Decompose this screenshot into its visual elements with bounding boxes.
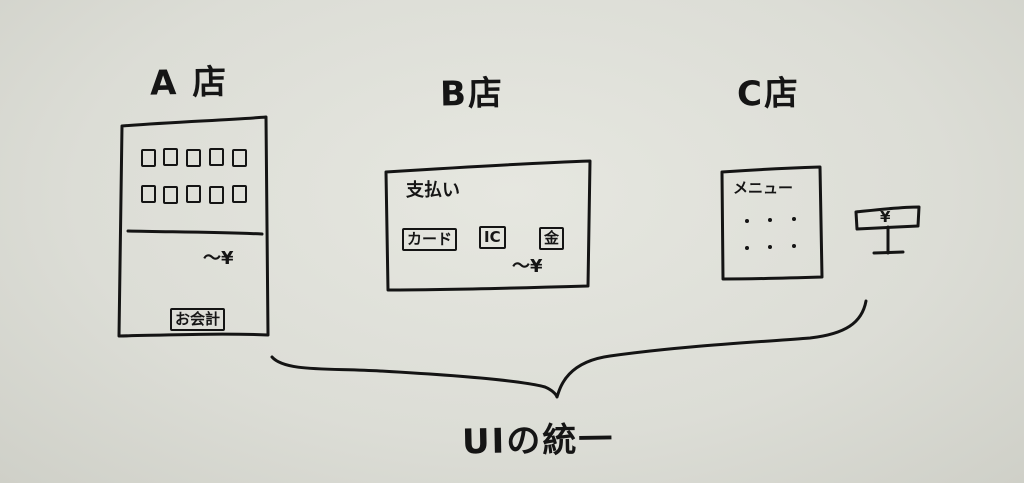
store-c-menu-heading: メニュー <box>733 179 794 197</box>
store-a-title: A 店 <box>149 62 229 104</box>
menu-item-dot[interactable] <box>745 219 749 223</box>
item-tile[interactable] <box>186 185 201 203</box>
store-a-checkout-button[interactable]: お会計 <box>170 308 226 331</box>
store-c-terminal-frame <box>854 205 921 231</box>
store-b-payment-heading: 支払い <box>406 180 460 201</box>
item-tile[interactable] <box>186 149 201 167</box>
item-tile[interactable] <box>163 186 178 204</box>
unifying-brace <box>270 299 868 399</box>
store-b-price: 〜¥ <box>512 256 543 277</box>
store-a-divider <box>126 229 264 236</box>
store-b-method-ic-button[interactable]: IC <box>479 226 506 249</box>
menu-item-dot[interactable] <box>745 246 749 250</box>
menu-item-dot[interactable] <box>792 244 796 248</box>
item-tile[interactable] <box>209 148 224 166</box>
store-b-method-cash-button[interactable]: 金 <box>539 227 565 250</box>
item-tile[interactable] <box>232 149 247 167</box>
menu-item-dot[interactable] <box>792 217 796 221</box>
item-tile[interactable] <box>232 185 247 203</box>
store-b-method-card-button[interactable]: カード <box>402 228 458 251</box>
conclusion-label: UIの統一 <box>461 419 615 463</box>
store-b-device-frame <box>384 159 592 292</box>
store-c-terminal-base <box>872 250 905 255</box>
store-a-price: 〜¥ <box>203 248 234 269</box>
menu-item-dot[interactable] <box>768 218 772 222</box>
item-tile[interactable] <box>141 185 156 203</box>
store-c-terminal-label: ¥ <box>880 208 891 226</box>
store-c-title: C店 <box>736 73 801 115</box>
store-c-menu-board-frame <box>720 165 824 281</box>
store-a-device-frame <box>117 115 270 338</box>
item-tile[interactable] <box>141 149 156 167</box>
menu-item-dot[interactable] <box>768 245 772 249</box>
item-tile[interactable] <box>209 186 224 204</box>
store-b-title: B店 <box>439 73 505 115</box>
item-tile[interactable] <box>163 148 178 166</box>
